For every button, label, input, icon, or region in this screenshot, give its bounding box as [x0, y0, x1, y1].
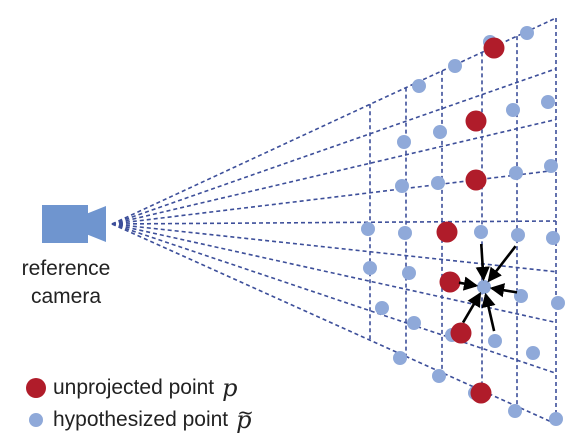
hypothesized-label: hypothesized point: [53, 408, 229, 431]
camera-ray: [111, 223, 557, 273]
hypothesized-point: [544, 159, 558, 173]
unprojected-point: [450, 322, 472, 344]
hypothesized-point: [395, 179, 409, 193]
hypothesized-point: [546, 231, 560, 245]
camera-label-line2: camera: [30, 285, 102, 308]
unprojected-point: [439, 271, 461, 293]
hypothesized-symbol-wrap: ~ p: [236, 400, 254, 434]
hypothesized-points: [361, 26, 565, 426]
hypothesized-point: [448, 59, 462, 73]
camera-icon: [42, 205, 106, 243]
unprojected-symbol: p: [222, 374, 238, 402]
neighbor-arrow: [458, 276, 479, 291]
neighbor-arrow: [481, 292, 496, 332]
hypothesized-point: [520, 26, 534, 40]
hypothesized-point: [508, 404, 522, 418]
hypothesized-symbol-accent: ~: [237, 400, 254, 424]
hypothesized-point: [551, 296, 565, 310]
unprojected-point: [465, 169, 487, 191]
camera-ray: [111, 223, 557, 375]
hypothesized-point: [477, 280, 491, 294]
hypothesized-point: [431, 176, 445, 190]
unprojected-points: [436, 37, 505, 404]
hypothesized-point: [549, 412, 563, 426]
camera-rays: [111, 17, 557, 425]
hypothesized-point: [407, 316, 421, 330]
hypothesized-point: [511, 228, 525, 242]
unprojected-point: [470, 382, 492, 404]
hypothesized-point-swatch: [29, 413, 43, 427]
hypothesized-point: [361, 222, 375, 236]
hypothesized-point: [393, 351, 407, 365]
neighbor-arrow: [487, 245, 517, 283]
hypothesized-point: [402, 266, 416, 280]
hypothesized-point: [488, 334, 502, 348]
camera-lens: [86, 206, 106, 242]
camera-ray: [111, 169, 557, 225]
depth-grid: [369, 18, 557, 424]
hypothesized-point: [509, 166, 523, 180]
unprojected-point-swatch: [26, 378, 46, 398]
camera-ray: [111, 67, 557, 225]
hypothesized-point: [433, 125, 447, 139]
hypothesized-point: [412, 79, 426, 93]
hypothesized-point: [432, 369, 446, 383]
hypothesized-point: [541, 95, 555, 109]
unprojected-label: unprojected point: [53, 376, 215, 399]
hypothesized-point: [474, 225, 488, 239]
unprojected-point: [483, 37, 505, 59]
camera-label-line1: reference: [21, 257, 111, 280]
legend-row-unprojected: unprojected point p: [26, 372, 356, 404]
neighbor-arrow: [461, 292, 482, 324]
hypothesized-point: [514, 289, 528, 303]
hypothesized-point: [363, 261, 377, 275]
legend: unprojected point p hypothesized point ~…: [26, 372, 356, 436]
neighbor-arrows: [458, 243, 518, 332]
unprojected-point: [436, 221, 458, 243]
hypothesized-point: [375, 301, 389, 315]
unprojected-point: [465, 110, 487, 132]
legend-row-hypothesized: hypothesized point ~ p: [26, 400, 356, 436]
neighbor-arrow: [489, 283, 518, 298]
neighbor-arrow: [475, 243, 490, 282]
camera-body: [42, 205, 88, 243]
hypothesized-point: [526, 346, 540, 360]
hypothesized-point: [506, 103, 520, 117]
hypothesized-point: [398, 226, 412, 240]
hypothesized-symbol: p: [236, 406, 252, 434]
camera-ray: [111, 118, 557, 225]
camera-ray: [111, 220, 557, 225]
hypothesized-point: [397, 135, 411, 149]
